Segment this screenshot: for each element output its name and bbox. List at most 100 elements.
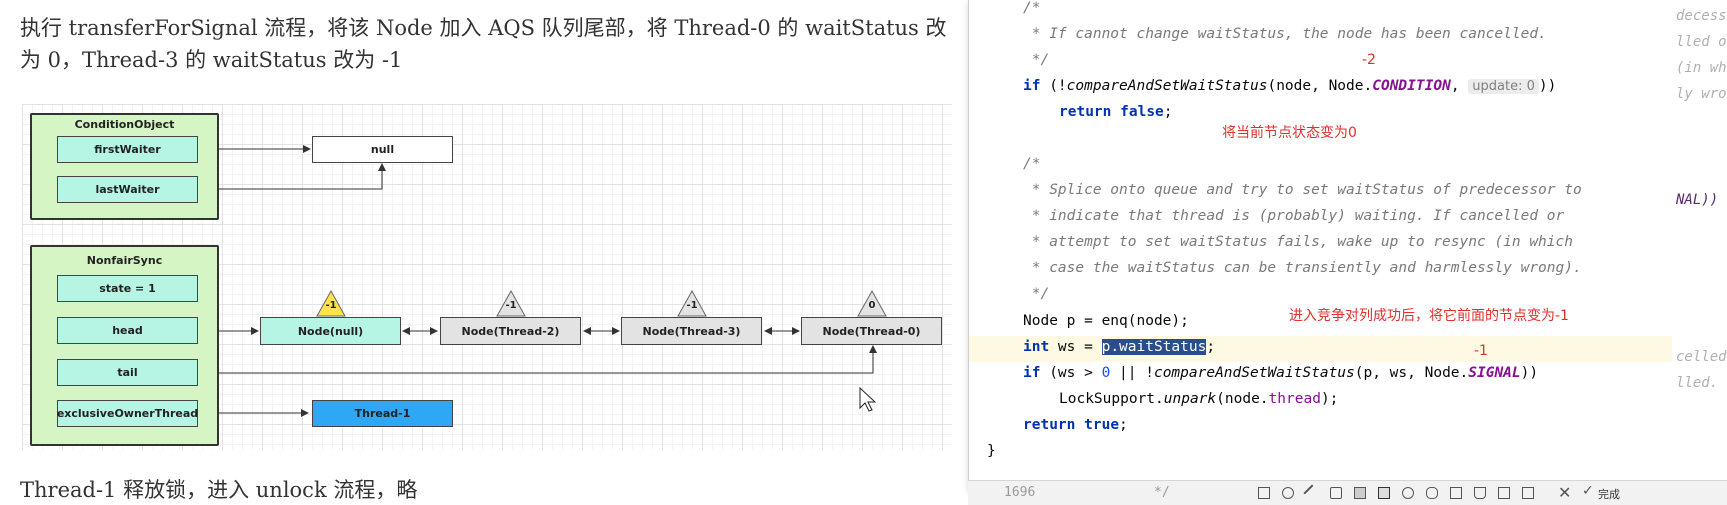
close-icon[interactable]: ✕ — [1558, 483, 1572, 502]
paragraph-line-1: 执行 transferForSignal 流程，将该 Node 加入 AQS 队… — [20, 16, 947, 40]
code-line-comment: * If cannot change waitStatus, the node … — [1023, 26, 1547, 42]
line-number: 1696 — [1004, 485, 1036, 500]
code-line-if-signal: if (ws > 0 || !compareAndSetWaitStatus(p… — [1023, 365, 1538, 381]
status-value-2: -1 — [505, 300, 517, 311]
copy-icon[interactable] — [1498, 487, 1510, 499]
background-editor-strip: decessor lled o (in whi ly wron NAL)) ce… — [1672, 0, 1727, 504]
triangle-shape-3 — [677, 289, 707, 317]
code-frag: ws = — [1049, 339, 1102, 355]
code-frag: (p, ws, Node. — [1354, 365, 1469, 381]
kw-if: if — [1023, 78, 1041, 94]
code-line-comment-2: * Splice onto queue and try to set waitS… — [1023, 182, 1582, 198]
code-frag: ; — [1119, 417, 1128, 433]
status-triangle-2: -1 — [497, 291, 525, 317]
pen-tool-icon[interactable] — [1330, 487, 1342, 499]
current-line-highlight — [969, 336, 1673, 362]
finish-button[interactable]: 完成 — [1598, 488, 1620, 501]
arrow-tool-icon[interactable] — [1303, 484, 1321, 502]
code-frag: (! — [1040, 78, 1067, 94]
status-triangle-4: 0 — [858, 291, 886, 317]
code-frag: (ws > — [1040, 365, 1102, 381]
mosaic-tool-icon[interactable] — [1354, 487, 1366, 499]
kw-if: if — [1023, 365, 1041, 381]
method-call: compareAndSetWaitStatus — [1153, 365, 1355, 381]
kw-true: true — [1084, 417, 1120, 433]
last-waiter-field: lastWaiter — [57, 176, 198, 203]
state-field: state = 1 — [57, 275, 198, 302]
bottom-toolbar: 1696 */ ✕ ✓ 完成 — [968, 480, 1727, 505]
head-field: head — [57, 317, 198, 344]
code-frag: (node, Node. — [1267, 78, 1373, 94]
code-line-comment-close-2: */ — [1023, 286, 1050, 302]
code-frag — [1075, 417, 1084, 433]
code-line-return-false: return false; — [1059, 104, 1173, 120]
code-frag: ; — [1163, 104, 1173, 120]
triangle-shape-1 — [316, 289, 346, 317]
thread-1-box: Thread-1 — [312, 400, 453, 427]
status-value-1: -1 — [325, 300, 337, 311]
code-line-enq: Node p = enq(node); — [1023, 313, 1189, 329]
pin-icon[interactable] — [1450, 487, 1462, 499]
code-frag: (node. — [1216, 391, 1269, 407]
triangle-shape-2 — [496, 289, 526, 317]
download-icon[interactable] — [1474, 487, 1486, 499]
owner-field: exclusiveOwnerThread — [57, 400, 198, 427]
code-editor[interactable]: /* * If cannot change waitStatus, the no… — [968, 0, 1674, 491]
status-value-4: 0 — [868, 300, 876, 311]
selected-text[interactable]: p.waitStatus — [1101, 339, 1207, 355]
annotation-minus-1: -1 — [1474, 343, 1488, 359]
code-frag: )) — [1538, 78, 1557, 94]
ellipse-tool-icon[interactable] — [1282, 487, 1294, 499]
save-icon[interactable] — [1522, 487, 1534, 499]
undo-icon[interactable] — [1426, 487, 1438, 499]
annotation-set-minus-1: 进入竞争对列成功后，将它前面的节点变为-1 — [1289, 308, 1569, 324]
condition-object-title: ConditionObject — [74, 118, 175, 131]
mouse-cursor-icon — [859, 386, 877, 412]
check-icon[interactable]: ✓ — [1582, 483, 1594, 499]
bg-code-2: lled o — [1676, 34, 1727, 50]
code-line-ws: int ws = p.waitStatus; — [1023, 339, 1215, 355]
null-node: null — [312, 136, 453, 163]
text-tool-icon[interactable] — [1378, 487, 1390, 499]
code-frag: ); — [1320, 391, 1339, 407]
paragraph-unlock: Thread-1 释放锁，进入 unlock 流程，略 — [20, 478, 418, 502]
code-line-return-true: return true; — [1023, 417, 1128, 433]
number-tool-icon[interactable] — [1402, 487, 1414, 499]
code-line-if-condition: if (!compareAndSetWaitStatus(node, Node.… — [1023, 78, 1556, 94]
rectangle-tool-icon[interactable] — [1258, 487, 1270, 499]
status-triangle-3: -1 — [678, 291, 706, 317]
node-thread-3: Node(Thread-3) — [621, 317, 762, 345]
constant: SIGNAL — [1468, 365, 1521, 381]
code-frag: LockSupport. — [1059, 391, 1164, 407]
paragraph-line-2: 为 0，Thread-3 的 waitStatus 改为 -1 — [20, 48, 403, 72]
first-waiter-field: firstWaiter — [57, 136, 198, 163]
last-waiter-arrow — [198, 163, 386, 190]
code-line-close-brace: } — [987, 443, 996, 459]
code-line-comment-3: * indicate that thread is (probably) wai… — [1023, 208, 1565, 224]
code-line-comment-open-2: /* — [1023, 156, 1041, 172]
parameter-hint: update: 0 — [1468, 79, 1539, 94]
bg-code-6: celled — [1676, 349, 1727, 365]
bg-code-1: decessor — [1676, 8, 1727, 24]
code-line-unpark: LockSupport.unpark(node.thread); — [1059, 391, 1338, 407]
bg-code-3: (in whi — [1676, 60, 1727, 76]
bg-code-5: NAL)) — [1676, 192, 1719, 208]
node-thread-0: Node(Thread-0) — [801, 317, 942, 345]
diagram-connectors — [198, 145, 887, 417]
code-frag: )) — [1520, 365, 1539, 381]
kw-return: return — [1059, 104, 1112, 120]
node-thread-2: Node(Thread-2) — [440, 317, 581, 345]
kw-false: false — [1120, 104, 1164, 120]
annotation-minus-2: -2 — [1362, 52, 1376, 68]
document-panel: 执行 transferForSignal 流程，将该 Node 加入 AQS 队… — [20, 16, 952, 502]
triangle-shape-4 — [857, 289, 887, 317]
annotation-set-zero: 将当前节点状态变为0 — [1222, 125, 1357, 141]
condition-object-panel: ConditionObject — [30, 113, 219, 220]
tail-arrow — [200, 345, 877, 377]
code-frag: , — [1450, 78, 1469, 94]
node-null: Node(null) — [260, 317, 401, 345]
bottom-comment: */ — [1154, 485, 1170, 500]
tail-field: tail — [57, 359, 198, 386]
code-line-comment-close: */ — [1023, 52, 1050, 68]
method-call: compareAndSetWaitStatus — [1066, 78, 1268, 94]
